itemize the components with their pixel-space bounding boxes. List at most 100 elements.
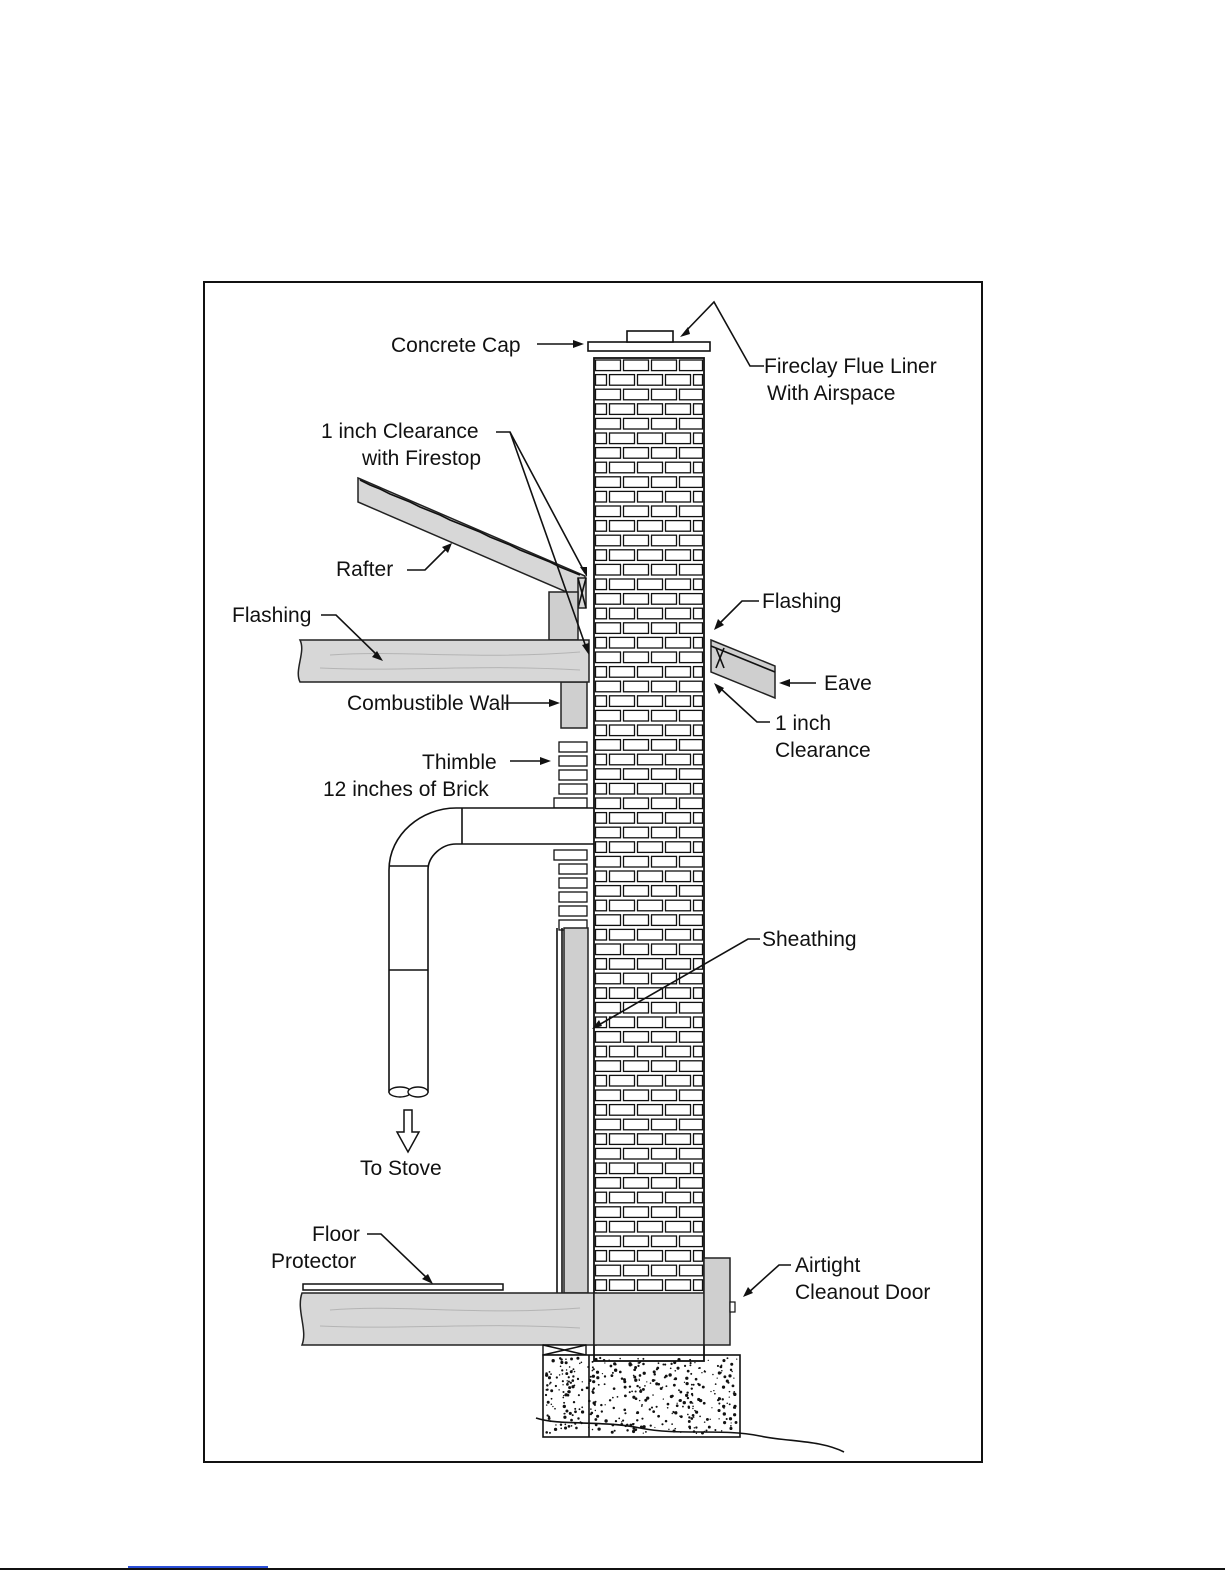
chimney-brick [624,623,649,634]
chimney-brick [652,1148,677,1159]
concrete-speckle [702,1386,705,1389]
concrete-speckle [575,1427,578,1430]
chimney-brick [596,433,607,444]
chimney-brick [638,871,663,882]
chimney-brick [596,871,607,882]
concrete-speckle [697,1398,700,1401]
label-flue-liner-line2: With Airspace [767,382,895,405]
concrete-speckle [642,1363,645,1366]
concrete-speckle [562,1397,564,1399]
chimney-brick [624,710,649,721]
concrete-speckle [695,1411,698,1414]
label-thimble-brick: 12 inches of Brick [323,778,489,801]
concrete-speckle [609,1399,611,1401]
chimney-brick [638,783,663,794]
concrete-speckle [629,1385,631,1387]
concrete-speckle [555,1385,557,1387]
concrete-speckle [611,1431,614,1434]
concrete-speckle [668,1429,669,1430]
chimney-brick [638,375,663,386]
chimney-brick [610,1251,635,1262]
chimney-brick [624,594,649,605]
chimney-brick [652,1090,677,1101]
chimney-brick [596,710,621,721]
concrete-speckle [592,1370,594,1372]
chimney-brick [666,842,691,853]
concrete-speckle [604,1419,607,1422]
concrete-speckle [694,1427,695,1428]
concrete-cap [588,342,710,351]
concrete-speckle [562,1380,564,1382]
concrete-speckle [691,1387,693,1389]
chimney-brick [666,579,691,590]
chimney-brick [694,1280,703,1291]
concrete-speckle [570,1370,573,1373]
label-combustible-wall: Combustible Wall [347,692,510,715]
concrete-speckle [549,1432,551,1434]
concrete-speckle [578,1394,580,1396]
chimney-brick [610,404,635,415]
concrete-speckle [642,1388,645,1391]
concrete-speckle [566,1383,569,1386]
chimney-brick [638,1221,663,1232]
concrete-speckle [721,1430,722,1431]
concrete-speckle [673,1411,675,1413]
chimney-brick [596,608,607,619]
chimney-brick [666,1134,691,1145]
chimney-brick [666,1046,691,1057]
chimney-brick [596,1134,607,1145]
chimney-brick [596,783,607,794]
concrete-speckle [674,1370,676,1372]
concrete-speckle [563,1402,565,1404]
chimney-brick [624,1061,649,1072]
concrete-speckle [574,1408,576,1410]
chimney-brick [638,842,663,853]
chimney-brick [596,900,607,911]
chimney-brick [596,477,621,488]
chimney-brick [694,637,703,648]
concrete-speckle [720,1372,722,1374]
chimney-brick [596,418,621,429]
chimney-brick [638,1017,663,1028]
concrete-speckle [545,1431,548,1434]
chimney-brick [666,988,691,999]
chimney-brick [596,535,621,546]
concrete-speckle [684,1382,685,1383]
concrete-speckle [729,1391,731,1393]
concrete-speckle [551,1398,553,1400]
chimney-brick [610,433,635,444]
flue-liner-top [627,331,673,342]
concrete-speckle [652,1394,654,1396]
floor-joist [300,1284,596,1345]
concrete-speckle [598,1384,600,1386]
concrete-speckle [688,1406,690,1408]
chimney-brick [680,1119,703,1130]
concrete-speckle [711,1407,712,1408]
chimney-brick [680,389,703,400]
concrete-speckle [710,1419,711,1420]
chimney-brick [610,900,635,911]
concrete-speckle [731,1422,732,1423]
concrete-speckle [588,1387,589,1388]
chimney-brick [596,1105,607,1116]
chimney-brick [624,681,649,692]
concrete-speckle [729,1396,730,1397]
cleanout-door [704,1258,730,1345]
concrete-speckle [565,1410,568,1413]
chimney-brick [666,433,691,444]
concrete-speckle [610,1374,613,1377]
concrete-speckle [546,1384,548,1386]
concrete-speckle [596,1371,599,1374]
concrete-speckle [685,1382,688,1385]
concrete-speckle [652,1410,655,1413]
chimney-brick [638,1105,663,1116]
ceiling-joist [298,640,589,682]
concrete-speckle [551,1404,553,1406]
concrete-speckle [696,1433,697,1434]
chimney-brick [666,375,691,386]
chimney-brick [596,1178,621,1189]
concrete-speckle [594,1418,597,1421]
concrete-speckle [563,1405,566,1408]
concrete-speckle [629,1391,631,1393]
chimney-brick [610,637,635,648]
